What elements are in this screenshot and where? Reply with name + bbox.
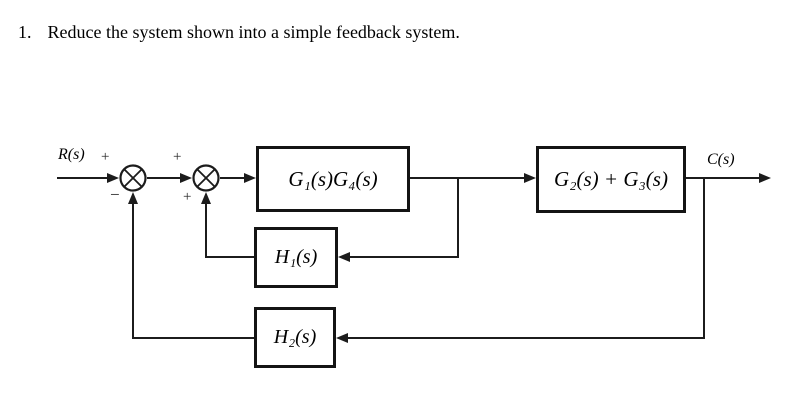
sum2-top-plus-sign: +	[173, 149, 182, 165]
wire-output	[686, 177, 759, 179]
arrowhead-into-block1	[244, 173, 256, 183]
output-signal-label: C(s)	[707, 151, 735, 168]
sum1-minus-sign: −	[110, 185, 120, 204]
problem-number: 1.	[18, 22, 32, 42]
circle-cross-icon	[119, 164, 147, 192]
wire-output-branch-vertical	[703, 178, 705, 339]
wire-h2-out-vertical	[132, 203, 134, 339]
block-g1g4: G₁(s)G₄(s)	[256, 146, 410, 212]
block-h1-label: H₁(s)	[274, 246, 318, 268]
wire-h2-out-horizontal	[132, 337, 254, 339]
block-g1g4-label: G₁(s)G₄(s)	[288, 166, 378, 191]
block-g2g3-label: G₂(s) + G₃(s)	[554, 167, 668, 191]
wire-sum2-to-block1	[220, 177, 244, 179]
wire-h1-out-vertical	[205, 203, 207, 258]
block-h2: H₂(s)	[254, 307, 336, 368]
wire-block1-to-block2	[410, 177, 524, 179]
arrowhead-into-block2	[524, 173, 536, 183]
arrowhead-into-sum2-bottom	[201, 192, 211, 204]
summing-junction-1	[119, 164, 147, 192]
circle-cross-icon	[192, 164, 220, 192]
arrowhead-output	[759, 173, 771, 183]
wire-branch1-vertical	[457, 177, 459, 258]
block-h1: H₁(s)	[254, 227, 338, 288]
wire-sum1-to-sum2	[147, 177, 180, 179]
arrowhead-into-h2	[336, 333, 348, 343]
arrowhead-into-sum1	[107, 173, 119, 183]
wire-input	[57, 177, 108, 179]
block-g2g3: G₂(s) + G₃(s)	[536, 146, 686, 213]
block-h2-label: H₂(s)	[273, 326, 317, 348]
input-signal-label: R(s)	[58, 146, 85, 163]
sum2-bottom-plus-sign: +	[183, 189, 192, 205]
wire-h1-out-horizontal	[205, 256, 254, 258]
sum1-plus-sign: +	[101, 149, 110, 165]
arrowhead-into-h1	[338, 252, 350, 262]
problem-text: Reduce the system shown into a simple fe…	[47, 22, 460, 42]
wire-into-h2	[347, 337, 705, 339]
arrowhead-into-sum1-bottom	[128, 192, 138, 204]
arrowhead-into-sum2	[180, 173, 192, 183]
summing-junction-2	[192, 164, 220, 192]
wire-into-h1	[349, 256, 459, 258]
problem-statement: 1. Reduce the system shown into a simple …	[18, 22, 460, 43]
